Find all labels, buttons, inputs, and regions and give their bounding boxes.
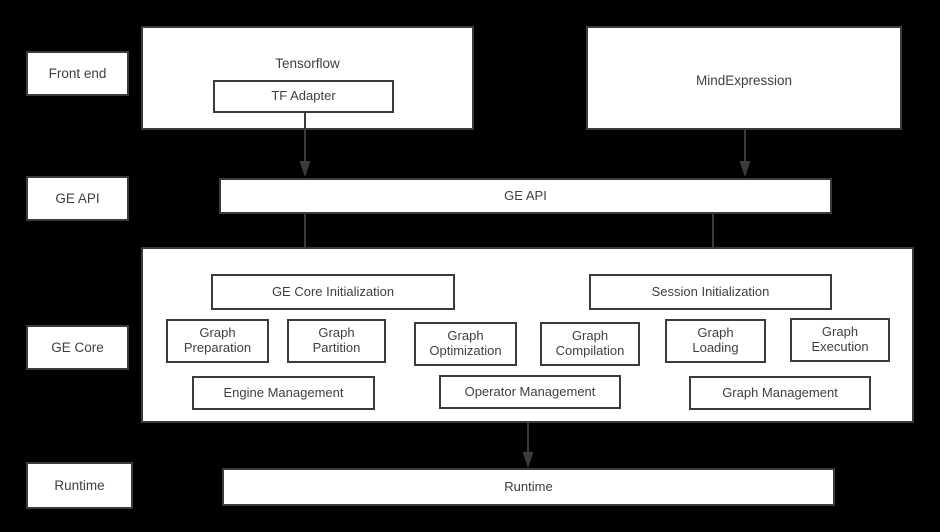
stage-label-front-end-text: Front end [48, 65, 107, 81]
graph-execution-box: Graph Execution [790, 318, 890, 362]
stage-label-ge-core: GE Core [26, 325, 129, 370]
graph-compilation-box: Graph Compilation [540, 322, 640, 366]
graph-loading-box: Graph Loading [665, 319, 766, 363]
runtime-bar: Runtime [222, 468, 835, 506]
stage-label-runtime: Runtime [26, 462, 133, 509]
graph-preparation-label: Graph Preparation [183, 325, 252, 355]
engine-management-label: Engine Management [223, 384, 344, 400]
graph-partition-label: Graph Partition [312, 325, 361, 355]
ge-api-bar: GE API [219, 178, 832, 214]
stage-label-ge-api: GE API [26, 176, 129, 221]
ge-core-initialization-label: GE Core Initialization [271, 283, 395, 299]
session-initialization-box: Session Initialization [589, 274, 832, 310]
arrow-ge-core-to-runtime [521, 423, 535, 469]
ge-api-bar-label: GE API [504, 187, 547, 203]
graph-management-label: Graph Management [722, 384, 838, 400]
graph-preparation-box: Graph Preparation [166, 319, 269, 363]
session-initialization-label: Session Initialization [651, 283, 770, 299]
graph-compilation-label: Graph Compilation [555, 328, 625, 358]
graph-execution-label: Graph Execution [811, 324, 869, 354]
graph-optimization-label: Graph Optimization [429, 328, 502, 358]
operator-management-label: Operator Management [464, 383, 596, 399]
mindexpression-container: MindExpression [586, 26, 902, 130]
operator-management-box: Operator Management [439, 375, 621, 409]
stage-label-ge-core-text: GE Core [51, 339, 104, 355]
graph-loading-label: Graph Loading [692, 325, 739, 355]
engine-management-box: Engine Management [192, 376, 375, 410]
graph-management-box: Graph Management [689, 376, 871, 410]
stage-label-front-end: Front end [26, 51, 129, 96]
stage-label-ge-api-text: GE API [55, 190, 100, 206]
arrow-mindexpression-to-ge-api [738, 130, 752, 178]
graph-optimization-box: Graph Optimization [414, 322, 517, 366]
stage-label-runtime-text: Runtime [54, 477, 105, 493]
tensorflow-title: Tensorflow [275, 56, 340, 71]
mindexpression-title: MindExpression [695, 73, 793, 88]
arrow-tf-adapter-to-ge-api [298, 113, 312, 178]
runtime-bar-label: Runtime [504, 478, 553, 494]
tf-adapter-label: TF Adapter [271, 88, 336, 104]
tf-adapter-box: TF Adapter [213, 80, 394, 113]
graph-partition-box: Graph Partition [287, 319, 386, 363]
ge-core-initialization-box: GE Core Initialization [211, 274, 455, 310]
